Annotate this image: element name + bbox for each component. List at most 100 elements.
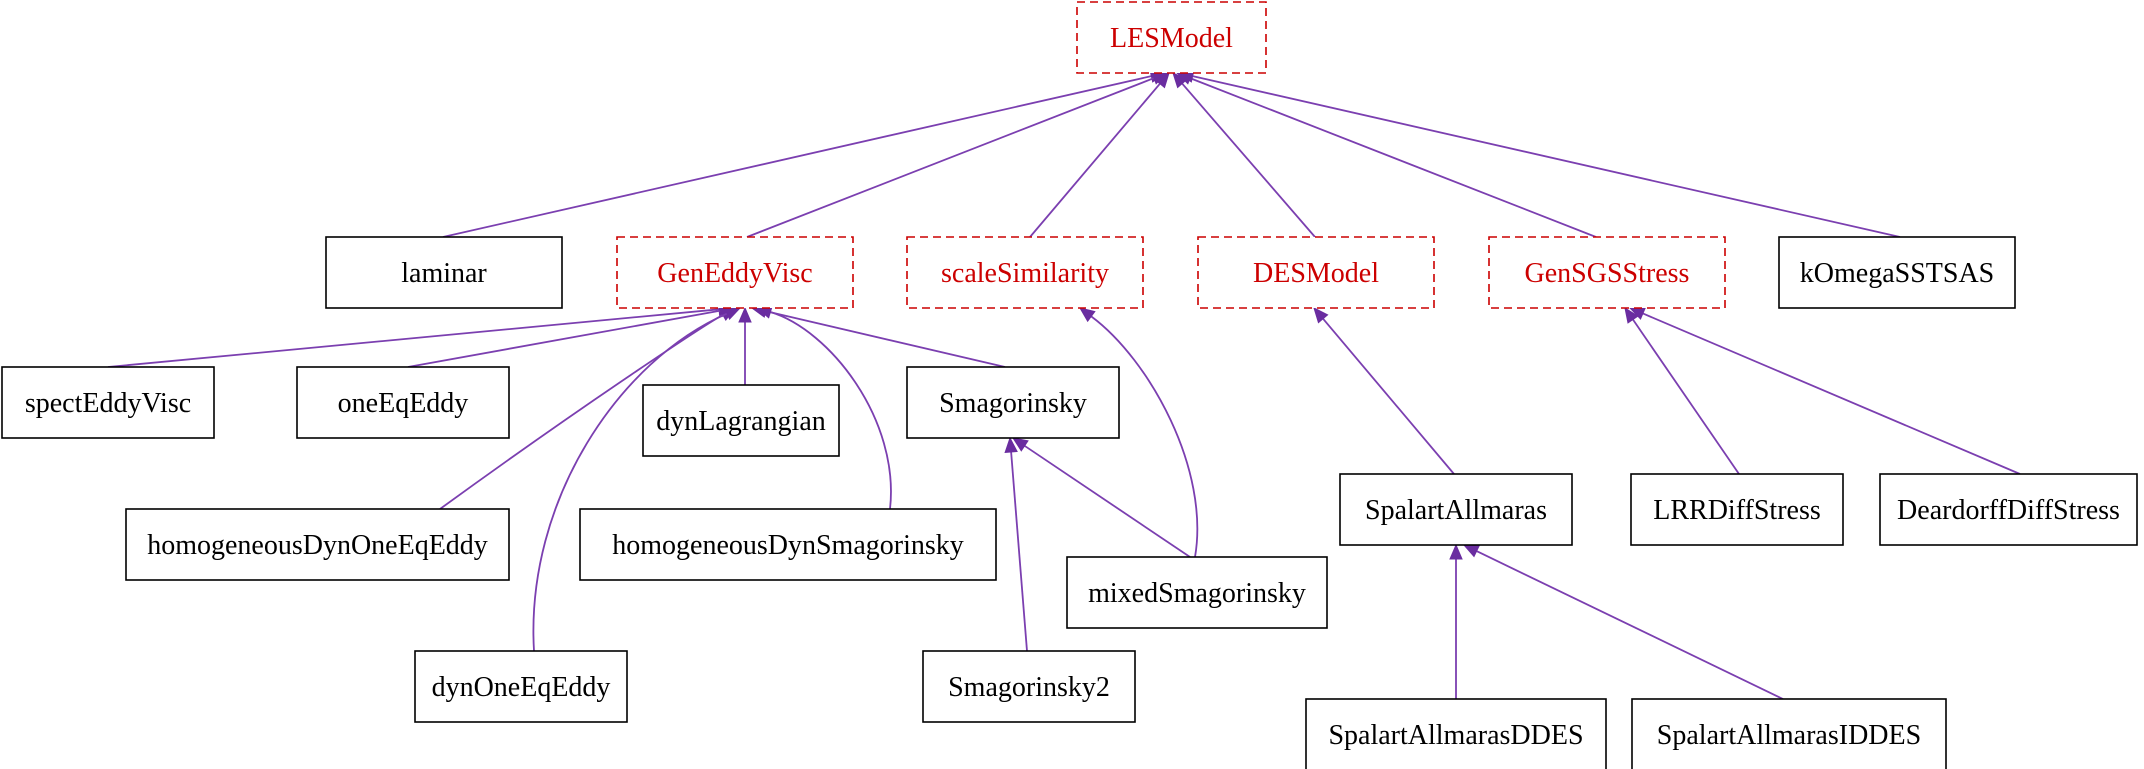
edge-line [1024,445,1191,558]
edge-LRRDiffStress-to-GenSGSStress [1624,306,1740,475]
edge-line [407,309,722,368]
node-label: SpalartAllmarasDDES [1328,720,1583,751]
node-box [414,650,628,723]
node-box [1778,236,2016,309]
arrowhead-icon [1449,543,1463,560]
node-SpalartAllmarasIDDES[interactable]: SpalartAllmarasIDDES [1631,698,1947,769]
edge-Smagorinsky2-to-Smagorinsky [1004,436,1028,652]
node-label: mixedSmagorinsky [1088,578,1306,609]
node-box [906,236,1144,309]
edge-SpalartAllmaras-to-DESModel [1313,307,1455,475]
node-box [1630,473,1844,546]
node-label: DeardorffDiffStress [1897,495,2120,526]
edge-mixedSmagorinsky-to-Smagorinsky [1011,437,1191,558]
node-homogeneousDynOneEqEddy[interactable]: homogeneousDynOneEqEddy [125,508,510,581]
node-label: oneEqEddy [338,388,469,419]
node-box [1631,698,1947,769]
edge-line [765,310,1006,368]
edge-line [1010,451,1028,652]
edge-laminar-to-LESModel [442,69,1167,238]
node-GenSGSStress[interactable]: GenSGSStress [1488,236,1726,309]
node-label: LRRDiffStress [1653,495,1821,526]
edge-line [770,311,892,510]
node-label: SpalartAllmaras [1365,495,1547,526]
node-label: homogeneousDynSmagorinsky [612,530,964,561]
node-mixedSmagorinsky[interactable]: mixedSmagorinsky [1066,556,1328,629]
edge-line [1192,75,1901,238]
node-box [1,366,215,439]
node-box [1879,473,2138,546]
node-DeardorffDiffStress[interactable]: DeardorffDiffStress [1879,473,2138,546]
edge-GenSGSStress-to-LESModel [1175,71,1597,238]
edge-line [1642,312,2021,475]
node-box [906,366,1120,439]
edge-line [1090,315,1199,558]
node-scaleSimilarity[interactable]: scaleSimilarity [906,236,1144,309]
node-laminar[interactable]: laminar [325,236,563,309]
arrowhead-icon [1462,544,1480,558]
node-SpalartAllmarasDDES[interactable]: SpalartAllmarasDDES [1305,698,1607,769]
arrowhead-icon [1624,306,1639,324]
node-Smagorinsky2[interactable]: Smagorinsky2 [922,650,1136,723]
node-label: spectEddyVisc [25,388,191,419]
edge-line [1632,319,1740,475]
node-label: LESModel [1110,23,1233,54]
edges-layer [107,69,2021,700]
node-box [642,384,840,457]
node-kOmegaSSTSAS[interactable]: kOmegaSSTSAS [1778,236,2016,309]
node-GenEddyVisc[interactable]: GenEddyVisc [616,236,854,309]
node-label: homogeneousDynOneEqEddy [147,530,488,561]
edge-SpalartAllmarasIDDES-to-SpalartAllmaras [1462,544,1784,700]
edge-GenEddyVisc-to-LESModel [746,71,1169,238]
edge-line [746,77,1155,238]
edge-DeardorffDiffStress-to-GenSGSStress [1628,307,2021,475]
edge-mixedSmagorinsky-to-scaleSimilarity [1078,307,1199,558]
node-box [1076,1,1267,74]
node-label: Smagorinsky2 [948,672,1110,703]
arrowhead-icon [1154,72,1170,89]
edge-DESModel-to-LESModel [1172,72,1316,238]
node-dynLagrangian[interactable]: dynLagrangian [642,384,840,457]
edge-line [1476,550,1784,700]
arrowhead-icon [724,307,742,320]
edge-line [1029,83,1161,238]
node-label: scaleSimilarity [941,258,1109,289]
arrowhead-icon [738,306,752,323]
edge-SpalartAllmarasDDES-to-SpalartAllmaras [1449,543,1463,699]
arrowhead-icon [1011,437,1029,452]
node-box [1305,698,1607,769]
node-oneEqEddy[interactable]: oneEqEddy [296,366,510,439]
node-box [125,508,510,581]
node-label: laminar [401,258,487,289]
edge-dynLagrangian-to-GenEddyVisc [738,306,752,385]
node-label: DESModel [1253,258,1379,289]
edge-kOmegaSSTSAS-to-LESModel [1177,69,1901,238]
edge-line [532,312,728,652]
node-box [1339,473,1573,546]
node-DESModel[interactable]: DESModel [1197,236,1435,309]
node-box [1066,556,1328,629]
edge-line [107,308,720,368]
edge-scaleSimilarity-to-LESModel [1029,72,1170,238]
node-spectEddyVisc[interactable]: spectEddyVisc [1,366,215,439]
node-box [1488,236,1726,309]
edge-line [442,75,1152,238]
node-dynOneEqEddy[interactable]: dynOneEqEddy [414,650,628,723]
node-Smagorinsky[interactable]: Smagorinsky [906,366,1120,439]
node-LESModel[interactable]: LESModel [1076,1,1267,74]
node-label: Smagorinsky [939,388,1087,419]
node-LRRDiffStress[interactable]: LRRDiffStress [1630,473,1844,546]
node-SpalartAllmaras[interactable]: SpalartAllmaras [1339,473,1573,546]
edge-spectEddyVisc-to-GenEddyVisc [107,302,735,368]
arrowhead-icon [1078,307,1096,323]
node-box [325,236,563,309]
node-box [579,508,997,581]
node-label: dynLagrangian [656,406,826,437]
node-label: SpalartAllmarasIDDES [1657,720,1921,751]
node-box [922,650,1136,723]
node-label: GenEddyVisc [657,258,812,289]
edge-line [1189,77,1597,238]
node-label: kOmegaSSTSAS [1800,258,1994,289]
node-homogeneousDynSmagorinsky[interactable]: homogeneousDynSmagorinsky [579,508,997,581]
